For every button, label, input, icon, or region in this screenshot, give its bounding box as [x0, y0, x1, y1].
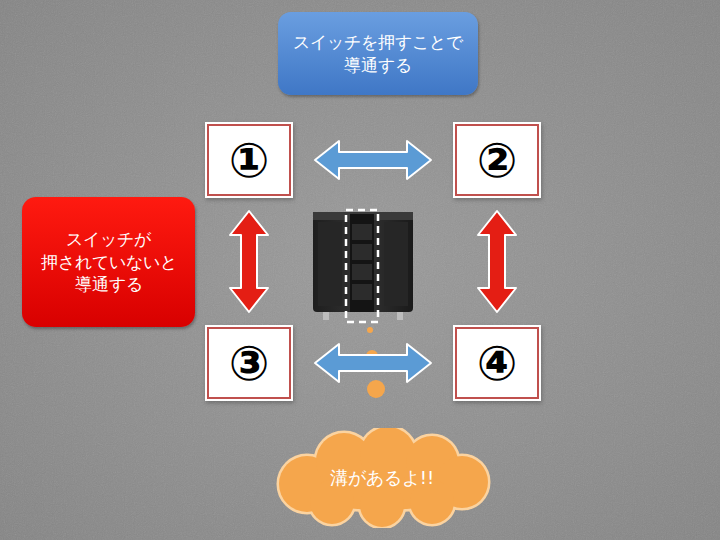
callout-text: スイッチを押すことで 導通する — [290, 31, 466, 77]
double-arrow — [478, 211, 516, 312]
callout-text: 溝があるよ!! — [330, 466, 434, 490]
callout-cloud: 溝があるよ!! — [262, 428, 502, 528]
terminal-number: ④ — [455, 327, 539, 399]
double-arrow — [230, 211, 268, 312]
terminal-number: ③ — [207, 327, 291, 399]
callout-number: ④ — [477, 339, 518, 387]
double-arrow — [315, 141, 431, 179]
callout-number: ① — [229, 136, 270, 184]
callout-box: スイッチが 押されていないと 導通する — [22, 197, 195, 327]
terminal-number: ① — [207, 124, 291, 196]
terminal-number: ② — [455, 124, 539, 196]
callout-box: スイッチを押すことで 導通する — [278, 12, 478, 95]
callout-number: ② — [477, 136, 518, 184]
callout-text: スイッチが 押されていないと 導通する — [34, 228, 183, 297]
double-arrow — [315, 344, 431, 382]
callout-number: ③ — [229, 339, 270, 387]
